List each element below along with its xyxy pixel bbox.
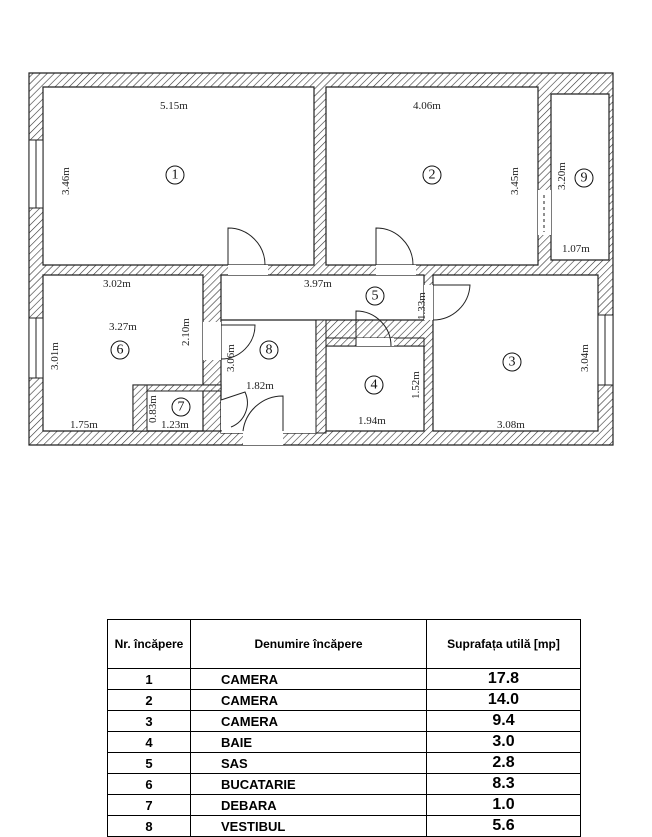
windows — [28, 139, 614, 386]
cell-nr: 2 — [107, 689, 191, 711]
door-swings — [220, 195, 545, 432]
dim-r4-width: 1.94m — [358, 415, 386, 427]
cell-nr: 3 — [107, 710, 191, 732]
dim-r6-side: 2.10m — [180, 318, 192, 346]
room-area-table: Nr. încăpere Denumire încăpere Suprafața… — [107, 619, 581, 837]
dim-hall-height: 3.06m — [225, 344, 237, 372]
room-number-2: 2 — [429, 168, 436, 183]
dim-r9-width: 1.07m — [562, 243, 590, 255]
room-number-7: 7 — [178, 400, 185, 415]
cell-area: 5.6 — [426, 815, 581, 837]
room-marker-9 — [574, 168, 594, 188]
room-marker-5 — [365, 286, 385, 306]
room-number-9: 9 — [581, 171, 588, 186]
dim-r9-height: 3.20m — [556, 162, 568, 190]
cell-name: DEBARA — [190, 794, 427, 816]
dim-r1-width: 5.15m — [160, 100, 188, 112]
dim-r6-height: 3.01m — [49, 342, 61, 370]
room-number-1: 1 — [172, 168, 179, 183]
cell-nr: 7 — [107, 794, 191, 816]
cell-name: CAMERA — [190, 668, 427, 690]
dim-r6-inner: 3.27m — [109, 321, 137, 333]
table-row: 7 DEBARA 1.0 — [107, 794, 581, 816]
table-row: 5 SAS 2.8 — [107, 752, 581, 774]
room-marker-2 — [422, 165, 442, 185]
table-row: 2 CAMERA 14.0 — [107, 689, 581, 711]
dim-r5-height: 1.33m — [416, 292, 428, 320]
floor-plan: 1 2 3 4 5 6 7 8 9 5.15m 3.46m 4.06m 3.45… — [28, 72, 614, 446]
dim-hall-width: 3.97m — [304, 278, 332, 290]
room-marker-3 — [502, 352, 522, 372]
table-row: 3 CAMERA 9.4 — [107, 710, 581, 732]
dim-r7-height: 0.83m — [147, 395, 159, 423]
cell-area: 14.0 — [426, 689, 581, 711]
header-nr: Nr. încăpere — [107, 619, 191, 669]
header-area: Suprafața utilă [mp] — [426, 619, 581, 669]
table-row: 1 CAMERA 17.8 — [107, 668, 581, 690]
room-marker-6 — [110, 340, 130, 360]
cell-name: CAMERA — [190, 689, 427, 711]
dim-r3-height: 3.04m — [579, 344, 591, 372]
room-marker-4 — [364, 375, 384, 395]
room-number-8: 8 — [266, 343, 273, 358]
cell-nr: 6 — [107, 773, 191, 795]
cell-nr: 4 — [107, 731, 191, 753]
cell-area: 1.0 — [426, 794, 581, 816]
room-marker-1 — [165, 165, 185, 185]
cell-area: 9.4 — [426, 710, 581, 732]
room-marker-7 — [171, 397, 191, 417]
dim-r4-height: 1.52m — [410, 371, 422, 399]
dim-r7-width: 1.23m — [161, 419, 189, 431]
cell-name: SAS — [190, 752, 427, 774]
cell-name: BUCATARIE — [190, 773, 427, 795]
dim-r6-bottom: 1.75m — [70, 419, 98, 431]
room-number-3: 3 — [509, 355, 516, 370]
cell-name: BAIE — [190, 731, 427, 753]
cell-area: 17.8 — [426, 668, 581, 690]
header-name: Denumire încăpere — [190, 619, 427, 669]
cell-nr: 1 — [107, 668, 191, 690]
cell-nr: 5 — [107, 752, 191, 774]
cell-area: 2.8 — [426, 752, 581, 774]
cell-nr: 8 — [107, 815, 191, 837]
table-row: 6 BUCATARIE 8.3 — [107, 773, 581, 795]
room-marker-8 — [259, 340, 279, 360]
sas-partition — [315, 319, 327, 434]
dim-r1-height: 3.46m — [60, 167, 72, 195]
table-row: 4 BAIE 3.0 — [107, 731, 581, 753]
cell-area: 3.0 — [426, 731, 581, 753]
dim-r3-width: 3.08m — [497, 419, 525, 431]
dim-r2-height: 3.45m — [509, 167, 521, 195]
room-number-5: 5 — [372, 289, 379, 304]
dim-r2-width: 4.06m — [413, 100, 441, 112]
room-number-4: 4 — [371, 378, 378, 393]
cell-name: VESTIBUL — [190, 815, 427, 837]
dim-hall-bottom: 1.82m — [246, 380, 274, 392]
cell-area: 8.3 — [426, 773, 581, 795]
cell-name: CAMERA — [190, 710, 427, 732]
table-row: 8 VESTIBUL 5.6 — [107, 815, 581, 837]
dim-r6-width-top: 3.02m — [103, 278, 131, 290]
room-number-markers — [110, 165, 594, 417]
table-header-row: Nr. încăpere Denumire încăpere Suprafața… — [107, 619, 581, 669]
room-number-6: 6 — [117, 343, 124, 358]
door-openings — [203, 190, 551, 445]
